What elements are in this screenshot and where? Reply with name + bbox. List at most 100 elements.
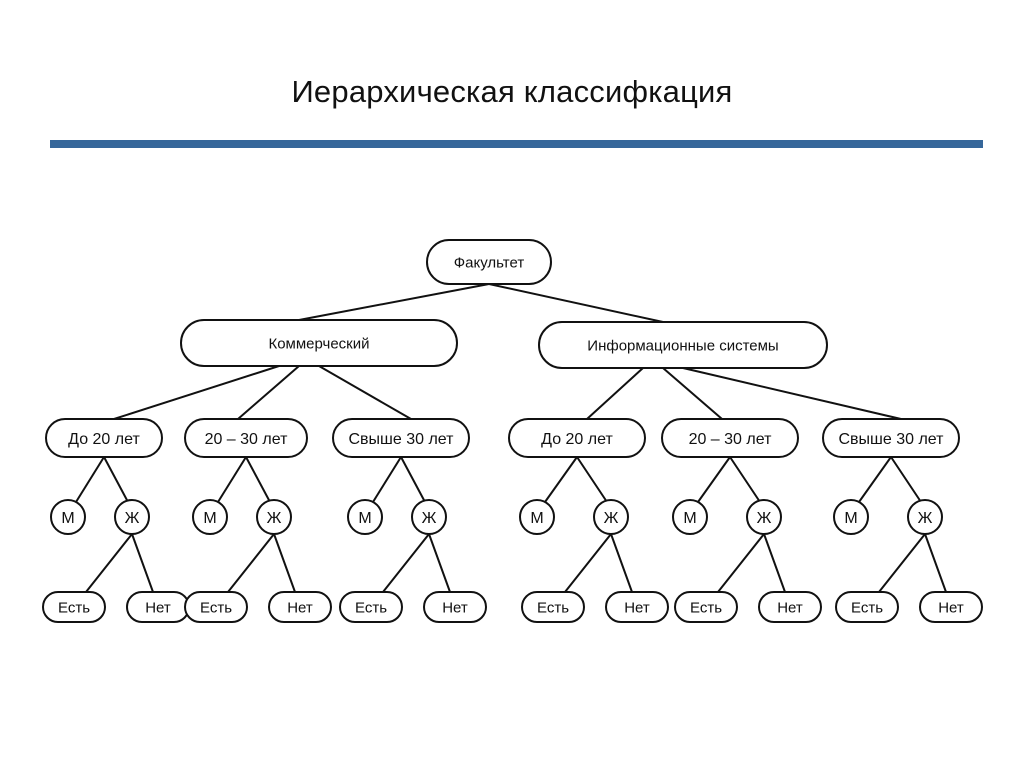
age-group-node-label: Свыше 30 лет	[348, 431, 454, 448]
gender-node-male: М	[192, 499, 228, 535]
age-group-node: Свыше 30 лет	[332, 418, 470, 458]
leaf-node-yes: Есть	[42, 591, 106, 623]
age-to-gender-connector	[890, 456, 922, 503]
gender-node-male: М	[347, 499, 383, 535]
age-group-node-box	[45, 418, 163, 458]
gender-node-male: М	[672, 499, 708, 535]
gender-node-male-label: М	[844, 510, 857, 527]
faculty-node-label: Коммерческий	[268, 335, 369, 352]
leaf-node-no: Нет	[423, 591, 487, 623]
root-node-label: Факультет	[454, 254, 525, 271]
age-to-gender-connector	[245, 456, 271, 503]
leaf-node-yes-label: Есть	[537, 599, 569, 616]
age-group-node-label: До 20 лет	[68, 431, 140, 448]
age-to-gender-connector	[372, 456, 402, 503]
age-group-node-box	[184, 418, 308, 458]
leaf-node-no-label: Нет	[287, 599, 313, 616]
age-to-gender-connector	[103, 456, 129, 503]
age-group-node: До 20 лет	[508, 418, 646, 458]
leaf-node-no-label: Нет	[442, 599, 468, 616]
age-group-node-label: Свыше 30 лет	[838, 431, 944, 448]
leaf-node-yes: Есть	[339, 591, 403, 623]
gender-to-leaf-connector	[610, 533, 633, 593]
gender-node-female-circle	[746, 499, 782, 535]
age-to-gender-connector	[544, 456, 578, 503]
leaf-node-no-box	[758, 591, 822, 623]
leaf-node-no: Нет	[919, 591, 983, 623]
gender-to-leaf-connector	[564, 533, 612, 593]
leaf-node-no: Нет	[758, 591, 822, 623]
gender-to-leaf-connector	[428, 533, 451, 593]
leaf-node-no: Нет	[268, 591, 332, 623]
gender-node-male-circle	[672, 499, 708, 535]
age-to-gender-connector	[729, 456, 761, 503]
age-group-node-box	[661, 418, 799, 458]
gender-node-female: Ж	[907, 499, 943, 535]
age-group-node: Свыше 30 лет	[822, 418, 960, 458]
age-to-gender-connector	[697, 456, 731, 503]
leaf-node-no-label: Нет	[777, 599, 803, 616]
gender-node-female-circle	[256, 499, 292, 535]
faculty-to-age-connector	[318, 365, 412, 420]
gender-node-male-label: М	[530, 510, 543, 527]
leaf-node-no-box	[919, 591, 983, 623]
root-node: Факультет	[426, 239, 552, 285]
leaf-node-no-label: Нет	[145, 599, 171, 616]
age-group-node-label: 20 – 30 лет	[205, 431, 289, 448]
leaf-node-yes-box	[674, 591, 738, 623]
title-divider	[50, 140, 983, 148]
gender-node-female-label: Ж	[267, 510, 282, 527]
leaf-node-no-box	[268, 591, 332, 623]
faculty-node-label: Информационные системы	[587, 337, 778, 354]
leaf-node-yes-label: Есть	[58, 599, 90, 616]
age-to-gender-connector	[858, 456, 892, 503]
gender-to-leaf-connector	[924, 533, 947, 593]
root-to-faculty-connector	[488, 283, 664, 323]
gender-node-male-label: М	[358, 510, 371, 527]
age-group-node-box	[332, 418, 470, 458]
leaf-node-yes: Есть	[835, 591, 899, 623]
gender-to-leaf-connector	[763, 533, 786, 593]
leaf-node-no-box	[423, 591, 487, 623]
leaf-node-yes-label: Есть	[851, 599, 883, 616]
faculty-to-age-connector	[586, 367, 644, 420]
leaf-node-yes: Есть	[184, 591, 248, 623]
gender-node-female-circle	[114, 499, 150, 535]
gender-node-male-circle	[192, 499, 228, 535]
connectors	[75, 283, 947, 593]
gender-to-leaf-connector	[85, 533, 133, 593]
gender-node-female: Ж	[746, 499, 782, 535]
leaf-node-no-box	[605, 591, 669, 623]
age-group-node: 20 – 30 лет	[661, 418, 799, 458]
gender-node-female: Ж	[114, 499, 150, 535]
leaf-node-no-label: Нет	[938, 599, 964, 616]
gender-node-male-circle	[50, 499, 86, 535]
age-group-node: До 20 лет	[45, 418, 163, 458]
faculty-to-age-connector	[662, 367, 723, 420]
gender-node-female: Ж	[411, 499, 447, 535]
gender-node-female-circle	[411, 499, 447, 535]
leaf-node-yes-label: Есть	[690, 599, 722, 616]
gender-node-female-circle	[907, 499, 943, 535]
gender-node-male: М	[833, 499, 869, 535]
leaf-node-yes-label: Есть	[355, 599, 387, 616]
gender-node-female-label: Ж	[125, 510, 140, 527]
faculty-to-age-connector	[113, 365, 280, 420]
leaf-node-yes: Есть	[674, 591, 738, 623]
gender-node-male-circle	[347, 499, 383, 535]
faculty-node: Коммерческий	[180, 319, 458, 367]
faculty-node-box	[180, 319, 458, 367]
gender-to-leaf-connector	[382, 533, 430, 593]
leaf-node-yes: Есть	[521, 591, 585, 623]
gender-node-male: М	[50, 499, 86, 535]
root-to-faculty-connector	[298, 283, 490, 321]
gender-to-leaf-connector	[227, 533, 275, 593]
gender-node-female-label: Ж	[422, 510, 437, 527]
gender-node-female-label: Ж	[918, 510, 933, 527]
slide-title: Иерархическая классифкация	[291, 74, 733, 109]
gender-node-male-label: М	[61, 510, 74, 527]
gender-node-male-label: М	[683, 510, 696, 527]
leaf-node-no: Нет	[605, 591, 669, 623]
